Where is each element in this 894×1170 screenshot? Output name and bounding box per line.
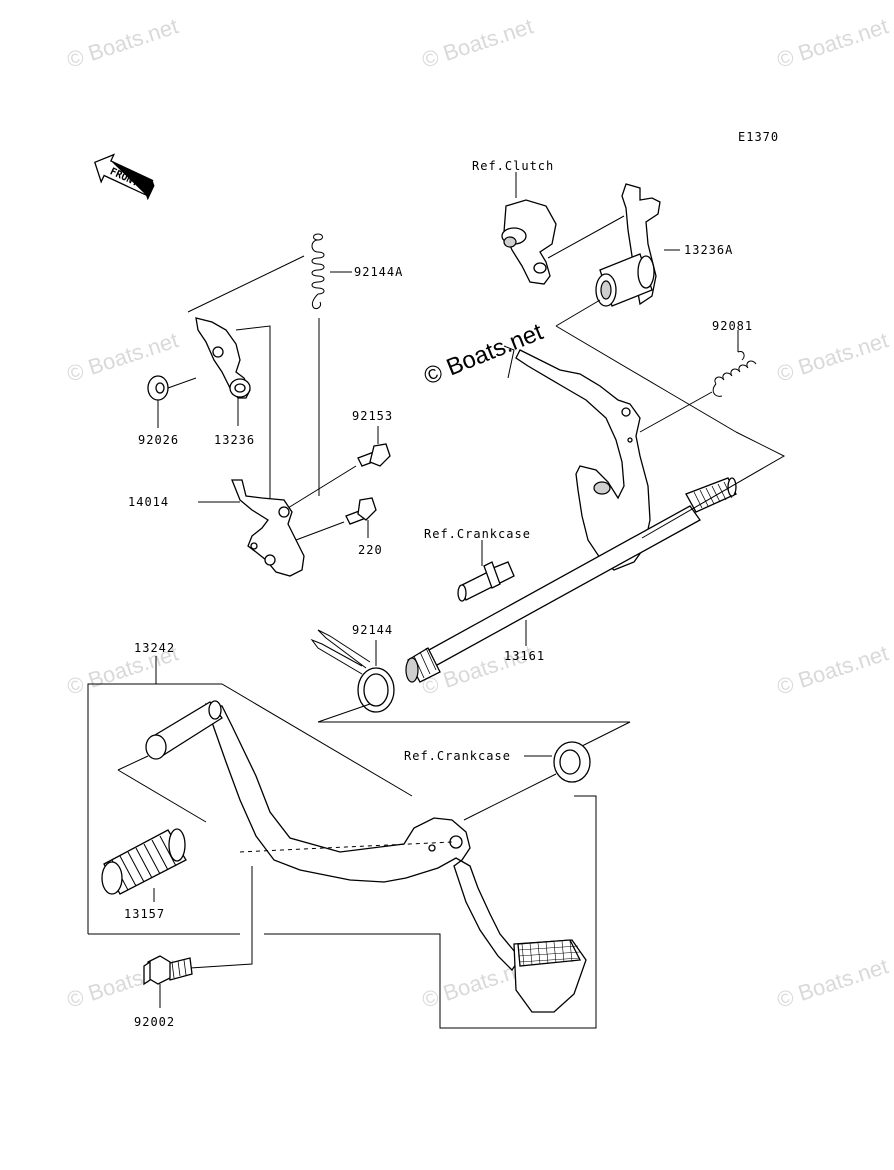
clutch-cam xyxy=(501,199,557,285)
shift-arm xyxy=(515,349,651,571)
watermark: © Boats.net xyxy=(774,640,891,699)
lever-plate xyxy=(195,317,251,399)
diagram-code: E1370 xyxy=(738,130,779,144)
label-220: 220 xyxy=(358,543,383,557)
bolt-92002 xyxy=(143,955,193,986)
label-14014: 14014 xyxy=(128,495,169,509)
label-92144A: 92144A xyxy=(354,265,403,279)
label-ref-crankcase-2: Ref.Crankcase xyxy=(404,749,511,763)
washer-92026 xyxy=(147,375,169,401)
label-13236A: 13236A xyxy=(684,243,733,257)
label-13242: 13242 xyxy=(134,641,175,655)
torsion-spring-92144 xyxy=(310,629,395,713)
crankcase-pin xyxy=(457,561,515,602)
spring-92144A xyxy=(311,233,325,309)
shift-shaft-13161 xyxy=(405,477,737,683)
shift-pedal-13242 xyxy=(145,700,587,1013)
watermark: © Boats.net xyxy=(774,953,891,1012)
watermark: © Boats.net xyxy=(64,13,181,72)
crankcase-washer xyxy=(553,741,591,783)
label-13161: 13161 xyxy=(504,649,545,663)
label-13236: 13236 xyxy=(214,433,255,447)
spring-92081 xyxy=(712,351,757,397)
rubber-13157 xyxy=(101,828,187,895)
label-13157: 13157 xyxy=(124,907,165,921)
label-92081: 92081 xyxy=(712,319,753,333)
label-92026: 92026 xyxy=(138,433,179,447)
pedal-pad-mesh xyxy=(517,940,581,967)
bolt-92153 xyxy=(357,443,391,467)
label-ref-crankcase-1: Ref.Crankcase xyxy=(424,527,531,541)
shift-lever-14014 xyxy=(231,479,305,577)
label-92153: 92153 xyxy=(352,409,393,423)
roller-13236 xyxy=(229,378,251,398)
watermark: © Boats.net xyxy=(774,13,891,72)
watermark: © Boats.net xyxy=(419,13,536,72)
front-arrow-icon: FRONT xyxy=(94,153,155,201)
label-ref-clutch: Ref.Clutch xyxy=(472,159,554,173)
label-92002: 92002 xyxy=(134,1015,175,1029)
bolt-220 xyxy=(345,497,377,525)
label-92144: 92144 xyxy=(352,623,393,637)
cam-sleeve xyxy=(595,253,655,307)
watermark: © Boats.net xyxy=(774,327,891,386)
